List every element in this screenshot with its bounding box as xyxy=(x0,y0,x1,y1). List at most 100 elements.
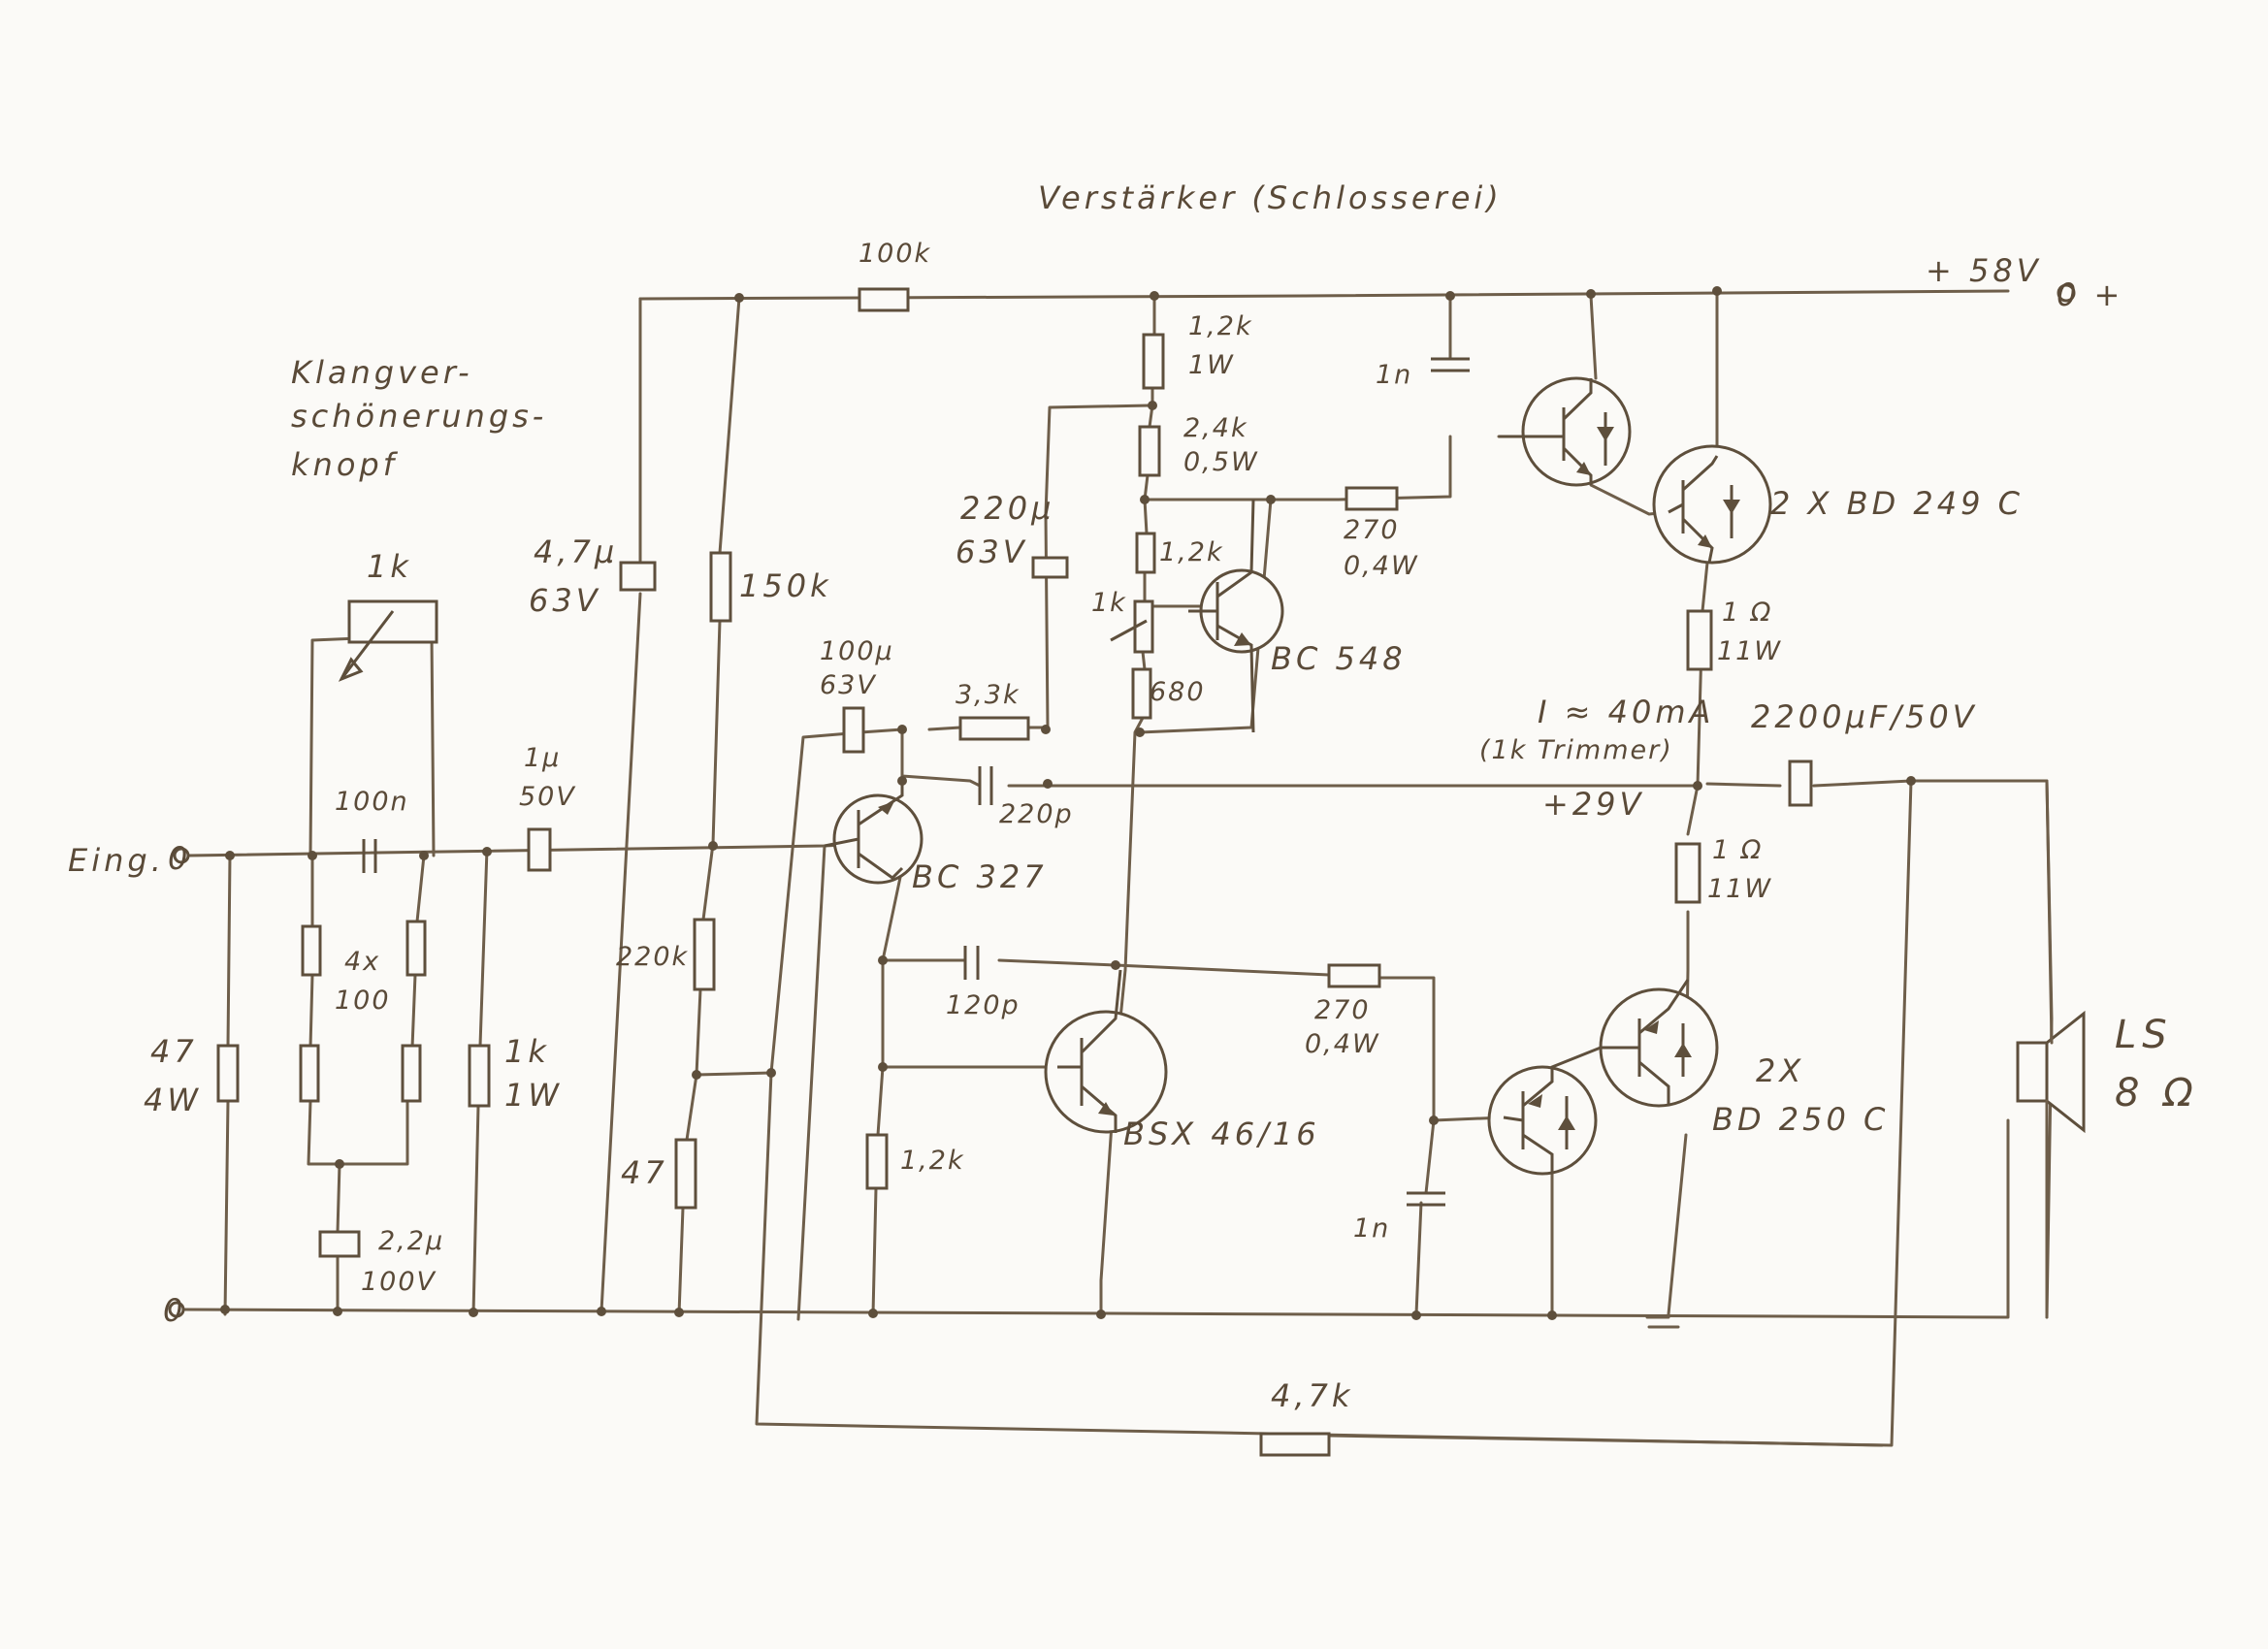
resistor-100-d xyxy=(401,1044,422,1103)
resistor-220k xyxy=(693,918,716,991)
pot-tone-wiper xyxy=(340,610,395,680)
resistor-1ohm-top xyxy=(1686,609,1713,671)
capacitor-1u xyxy=(527,827,552,872)
label-220k: 220k xyxy=(616,942,689,972)
terminals xyxy=(168,283,2076,1329)
label-270-top-2: 0,4W xyxy=(1344,551,1419,581)
page-title: Verstärker (Schlosserei) xyxy=(1038,179,1503,216)
resistor-100-b xyxy=(405,920,427,977)
label-speaker-1: LS xyxy=(2115,1013,2173,1057)
label-220u-1: 220µ xyxy=(960,490,1054,527)
capacitor-1n-top xyxy=(1431,357,1470,372)
input-terminal xyxy=(173,847,190,864)
resistor-150k xyxy=(709,551,732,623)
label-1n-low: 1n xyxy=(1353,1213,1390,1244)
label-270-low-1: 270 xyxy=(1314,995,1371,1025)
label-2u2-1: 2,2µ xyxy=(378,1226,444,1256)
resistor-270-top xyxy=(1345,486,1399,511)
tone-knob-label-3: knopf xyxy=(291,446,399,483)
pot-tone-arrow xyxy=(338,657,364,682)
label-100k: 100k xyxy=(859,239,931,269)
transistor-bsx46 xyxy=(1044,969,1168,1134)
capacitor-2200u xyxy=(1788,760,1813,807)
label-1ohm-top-2: 11W xyxy=(1717,636,1782,666)
capacitor-100u xyxy=(842,706,865,754)
labels: Verstärker (Schlosserei) Klangver- schön… xyxy=(68,179,2193,1414)
label-4u7-2: 63V xyxy=(529,582,601,619)
transistor-bd250-a xyxy=(1487,1046,1602,1176)
label-100u-1: 100µ xyxy=(820,636,894,666)
label-bc327: BC 327 xyxy=(912,858,1048,895)
label-1k2-small: 1,2k xyxy=(1159,537,1224,567)
capacitor-100n xyxy=(362,839,377,873)
label-mid-voltage: +29V xyxy=(1542,786,1644,823)
pot-bias-wiper xyxy=(1110,619,1148,642)
capacitor-120p xyxy=(963,946,980,980)
capacitor-220p xyxy=(978,766,993,805)
junction-dots xyxy=(220,286,1916,1320)
resistor-47-4w xyxy=(216,1044,240,1103)
resistor-1k2-low xyxy=(865,1133,889,1190)
tone-knob-label-1: Klangver- xyxy=(291,354,473,391)
label-47-4w-1: 47 xyxy=(150,1033,198,1070)
label-1k2-low: 1,2k xyxy=(900,1146,965,1176)
resistor-47 xyxy=(674,1138,697,1210)
label-bd249: 2 X BD 249 C xyxy=(1770,485,2024,522)
label-4x: 4x xyxy=(344,947,380,977)
label-47-4w-2: 4W xyxy=(144,1082,202,1118)
label-1u-1: 1µ xyxy=(524,743,561,773)
ground-symbol xyxy=(1645,1315,1680,1329)
supply-voltage: + 58V xyxy=(1926,252,2042,289)
label-bias-trimmer: (1k Trimmer) xyxy=(1479,735,1673,765)
capacitor-2u2 xyxy=(318,1230,361,1258)
label-1k2-2: 1W xyxy=(1188,350,1235,380)
resistors xyxy=(216,287,1713,1457)
resistor-680 xyxy=(1131,667,1152,720)
label-1k-1w-1: 1k xyxy=(504,1033,550,1070)
supply-terminal xyxy=(2057,283,2076,303)
label-1n-top: 1n xyxy=(1376,360,1412,390)
transistors xyxy=(824,376,1772,1176)
resistor-4k7 xyxy=(1259,1432,1331,1457)
transistor-bc548 xyxy=(1188,499,1284,733)
label-pot-1k-tone: 1k xyxy=(367,548,412,585)
label-pot-1k-bias: 1k xyxy=(1091,588,1127,618)
ground-terminal xyxy=(168,1301,185,1318)
label-120p: 120p xyxy=(946,990,1021,1020)
label-2k4-1: 2,4k xyxy=(1183,413,1248,443)
label-100n: 100n xyxy=(335,787,409,817)
wiring xyxy=(182,289,2054,1447)
label-4u7-1: 4,7µ xyxy=(534,534,618,570)
resistor-100-a xyxy=(301,924,322,977)
resistor-3k3 xyxy=(958,716,1030,741)
resistor-1ohm-low xyxy=(1674,842,1701,904)
resistor-100k xyxy=(858,287,910,312)
label-100: 100 xyxy=(335,986,391,1016)
label-bc548: BC 548 xyxy=(1271,640,1407,677)
label-1ohm-low-2: 11W xyxy=(1707,874,1772,904)
label-100u-2: 63V xyxy=(820,670,877,700)
supply-terminal-label: 0 + xyxy=(2057,276,2123,313)
label-150k: 150k xyxy=(739,567,832,604)
capacitor-1n-low xyxy=(1407,1191,1445,1207)
resistor-100-c xyxy=(299,1044,320,1103)
label-270-low-2: 0,4W xyxy=(1305,1029,1380,1059)
ground-terminal-label: 0 xyxy=(163,1292,186,1329)
capacitor-220u xyxy=(1031,556,1069,579)
resistor-1k-1w xyxy=(468,1044,491,1108)
label-2u2-2: 100V xyxy=(361,1267,437,1297)
pot-1k-tone xyxy=(347,599,438,644)
input-terminal-label: 0 xyxy=(168,840,191,877)
capacitor-4u7 xyxy=(619,561,657,592)
label-1u-2: 50V xyxy=(519,782,576,812)
label-1ohm-top-1: 1 Ω xyxy=(1722,598,1772,628)
label-bd250-2: BD 250 C xyxy=(1712,1101,1889,1138)
label-47: 47 xyxy=(621,1154,668,1191)
resistor-2k4 xyxy=(1138,425,1161,477)
transistor-bd249-a xyxy=(1499,376,1632,487)
label-1k2-1: 1,2k xyxy=(1188,311,1253,341)
transistor-bd250-b xyxy=(1599,979,1719,1108)
label-1ohm-low-1: 1 Ω xyxy=(1712,835,1763,865)
